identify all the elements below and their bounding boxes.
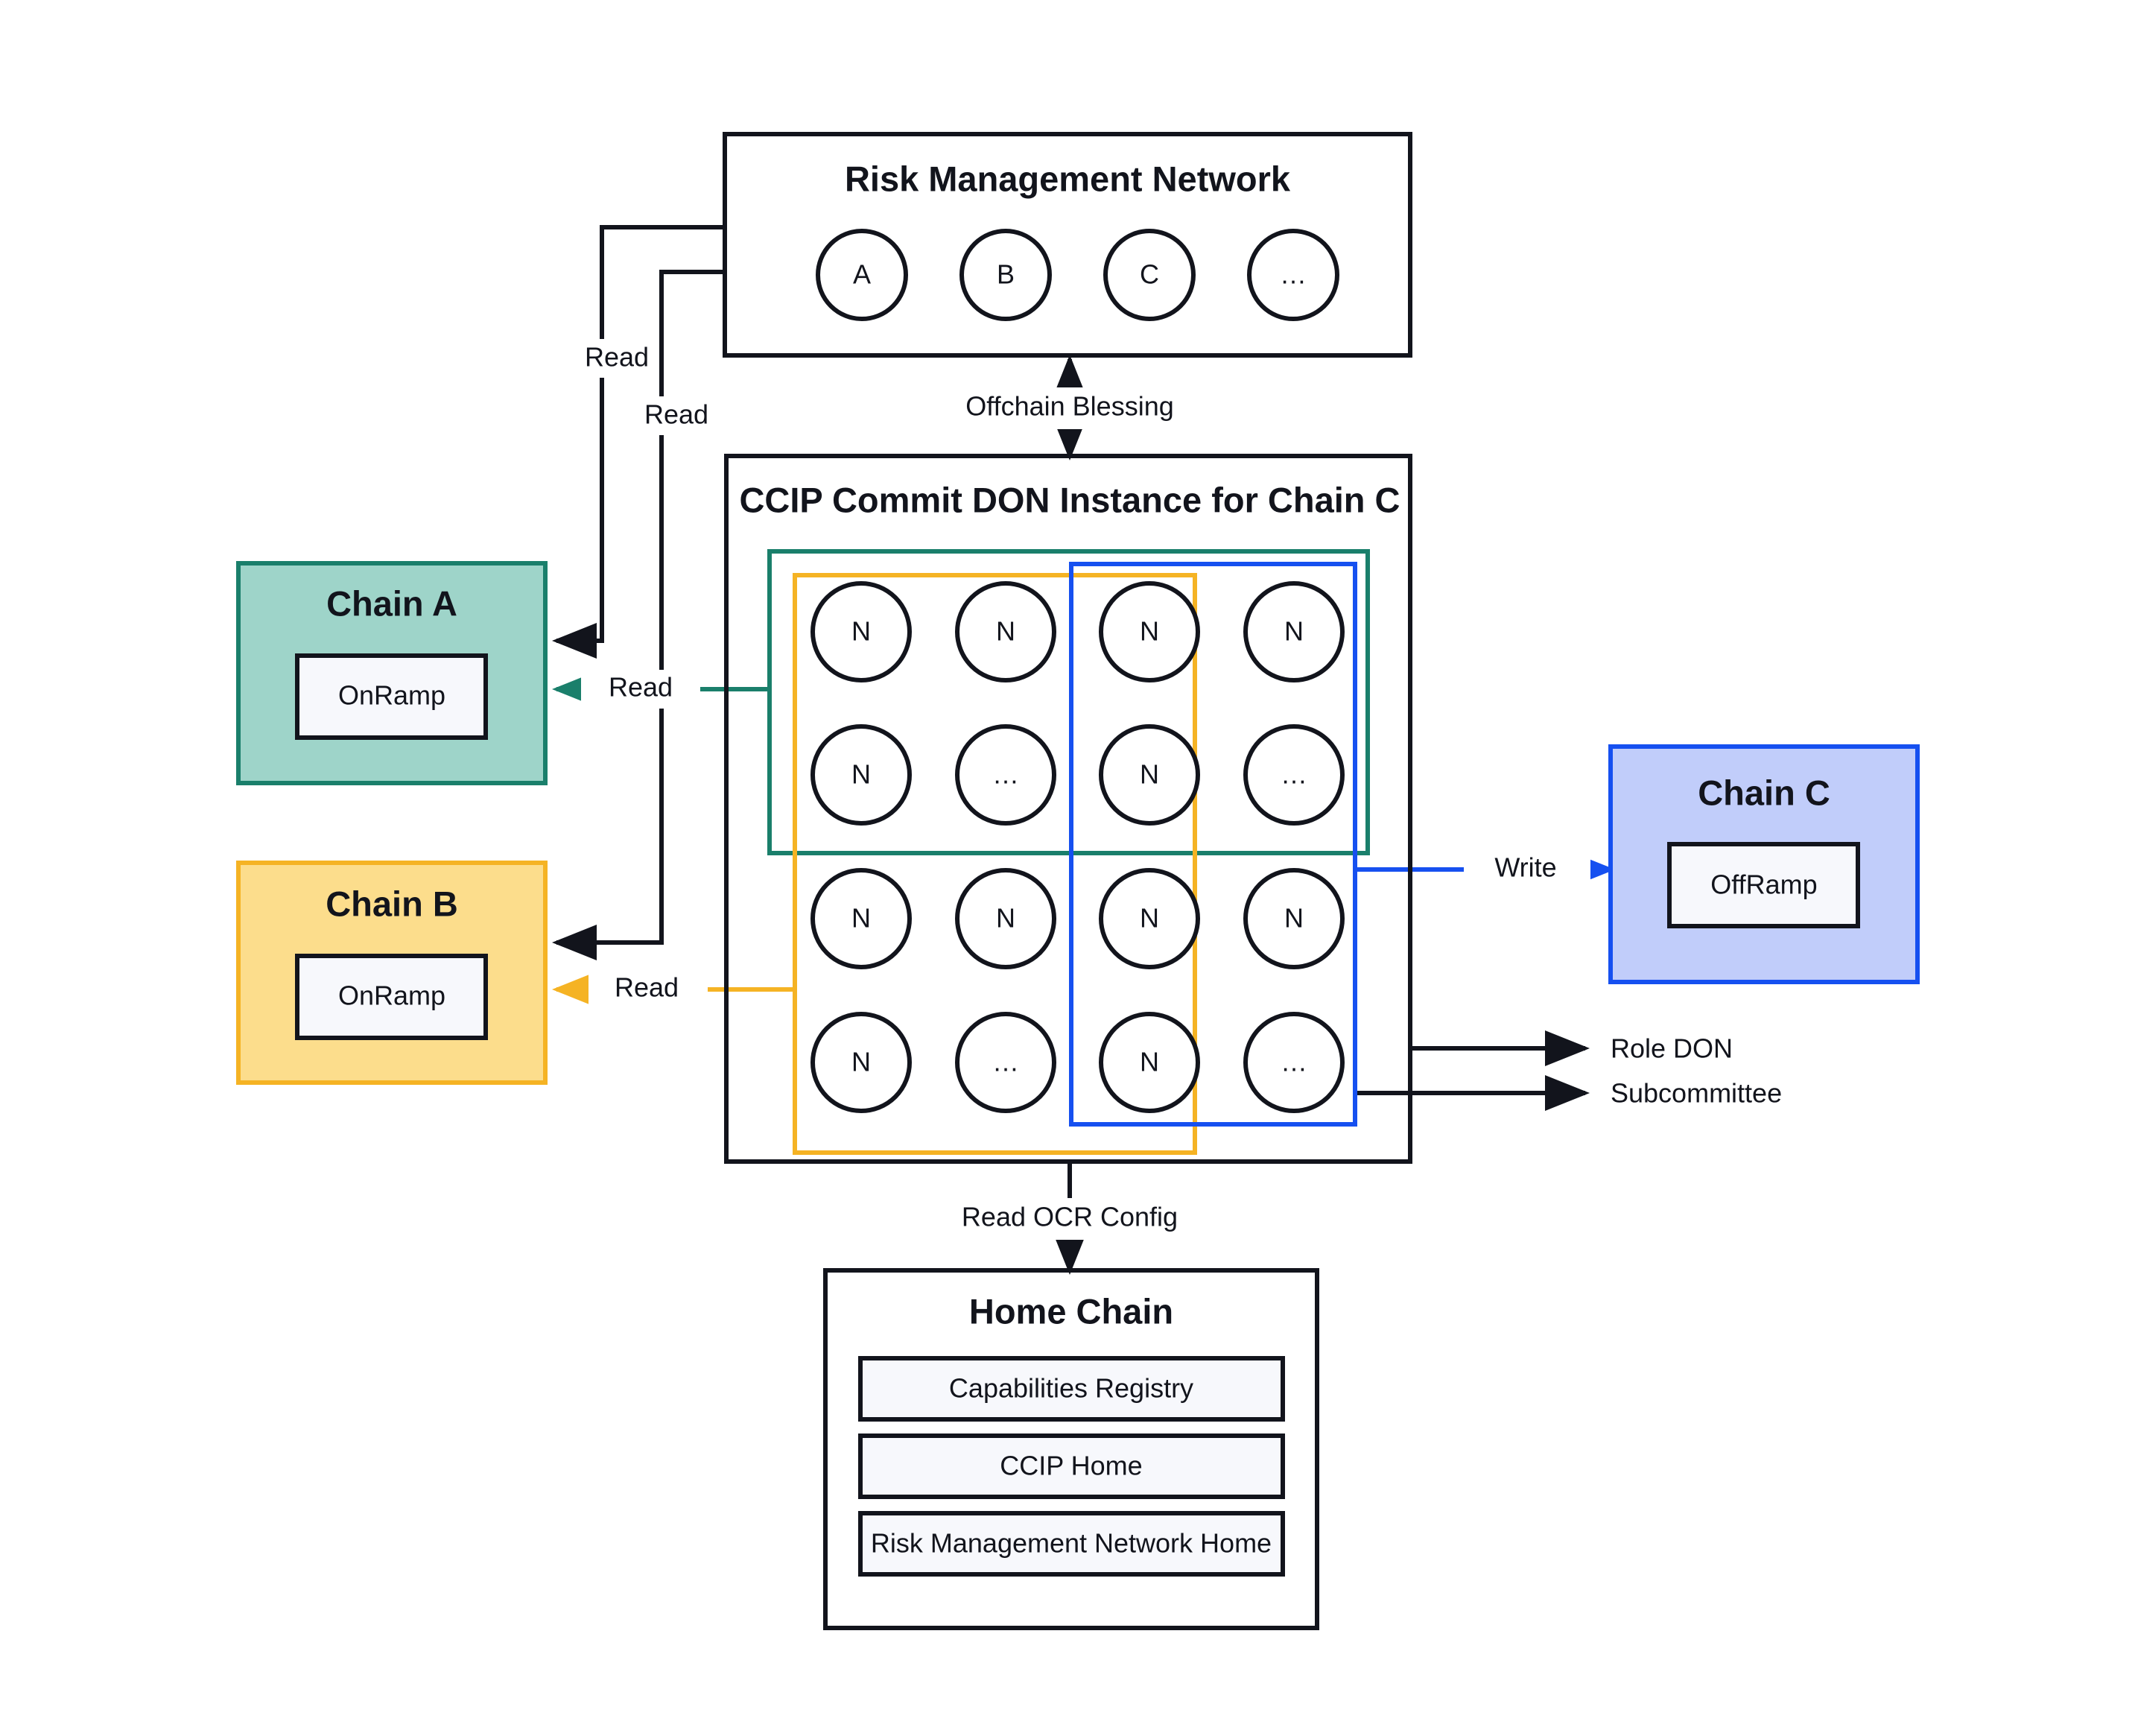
don-node-r1c3-label: N <box>1140 616 1159 647</box>
don-node-r2c1-label: N <box>851 759 871 790</box>
rmn-node-b[interactable]: B <box>959 229 1052 321</box>
chain-b-onramp[interactable]: OnRamp <box>295 954 488 1040</box>
don-node-r4c1-label: N <box>851 1047 871 1077</box>
chain-c-title: Chain C <box>1698 773 1830 812</box>
home-chain-box[interactable]: Home Chain Capabilities Registry CCIP Ho… <box>823 1268 1319 1630</box>
don-node-r3c2[interactable]: N <box>955 868 1056 969</box>
rmn-node-b-label: B <box>997 259 1015 290</box>
edge-don-read-chain-b: Read <box>552 970 795 1009</box>
group-rect-chain-c-subcommittee <box>1069 562 1357 1127</box>
edge-don-read-chain-a: Read <box>552 670 770 709</box>
don-node-r2c2-label: … <box>992 759 1019 790</box>
edge-label-don-write-chain-c: Write <box>1494 852 1556 883</box>
edge-read-ocr-config: Read OCR Config <box>961 1162 1222 1275</box>
chain-b-title: Chain B <box>326 884 458 923</box>
group-rect-chain-a-role-don <box>767 549 1370 855</box>
rmn-node-c-label: C <box>1140 259 1159 290</box>
edge-label-don-read-chain-b: Read <box>615 972 679 1003</box>
legend-role-don: Role DON <box>1410 1030 1733 1066</box>
legend-label-role-don: Role DON <box>1611 1033 1733 1064</box>
rmn-node-a[interactable]: A <box>816 229 908 321</box>
don-node-r3c3[interactable]: N <box>1099 868 1200 969</box>
don-node-r3c2-label: N <box>996 903 1015 934</box>
chain-c-box[interactable]: Chain C OffRamp <box>1608 744 1920 984</box>
don-node-r1c2[interactable]: N <box>955 581 1056 682</box>
don-node-r1c4[interactable]: N <box>1243 581 1345 682</box>
edge-offchain-blessing: Offchain Blessing <box>965 355 1229 460</box>
edge-label-read-ocr-config: Read OCR Config <box>962 1202 1178 1232</box>
home-chain-title: Home Chain <box>969 1291 1173 1331</box>
don-node-r1c3[interactable]: N <box>1099 581 1200 682</box>
chain-b-onramp-label: OnRamp <box>338 981 445 1011</box>
edge-label-rmn-read-chain-b: Read <box>644 399 708 430</box>
edge-label-offchain-blessing: Offchain Blessing <box>965 391 1174 422</box>
rmn-node-ellipsis-label: … <box>1280 259 1307 290</box>
don-node-r2c4[interactable]: … <box>1243 724 1345 826</box>
edge-don-write-chain-c: Write <box>1355 850 1615 889</box>
don-node-r3c4[interactable]: N <box>1243 868 1345 969</box>
don-node-r2c2[interactable]: … <box>955 724 1056 826</box>
rmn-node-ellipsis[interactable]: … <box>1247 229 1339 321</box>
don-node-r2c3-label: N <box>1140 759 1159 790</box>
don-node-r1c1[interactable]: N <box>810 581 912 682</box>
chain-c-offramp-label: OffRamp <box>1710 869 1817 900</box>
don-node-r2c1[interactable]: N <box>810 724 912 826</box>
chain-c-offramp[interactable]: OffRamp <box>1667 842 1860 928</box>
don-node-r4c4-label: … <box>1281 1047 1307 1077</box>
home-chain-contract-label: Capabilities Registry <box>949 1373 1193 1404</box>
edge-rmn-read-chain-a: Read <box>552 225 725 659</box>
chain-a-onramp[interactable]: OnRamp <box>295 653 488 740</box>
don-node-r4c4[interactable]: … <box>1243 1012 1345 1113</box>
legend-subcommittee: Subcommittee <box>1355 1075 1782 1111</box>
commit-don-instance-title: CCIP Commit DON Instance for Chain C <box>739 480 1400 519</box>
commit-don-instance-box[interactable]: CCIP Commit DON Instance for Chain C N N… <box>724 454 1412 1164</box>
don-node-r2c4-label: … <box>1281 759 1307 790</box>
home-chain-contract-rmn-home[interactable]: Risk Management Network Home <box>858 1511 1285 1577</box>
don-node-r2c3[interactable]: N <box>1099 724 1200 826</box>
legend-label-subcommittee: Subcommittee <box>1611 1078 1782 1109</box>
chain-a-title: Chain A <box>326 583 457 623</box>
chain-a-box[interactable]: Chain A OnRamp <box>236 561 548 785</box>
risk-management-network-box[interactable]: Risk Management Network A B C … <box>723 132 1412 358</box>
don-node-r3c1-label: N <box>851 903 871 934</box>
edge-rmn-read-chain-b: Read <box>552 270 726 960</box>
don-node-r1c2-label: N <box>996 616 1015 647</box>
don-node-r1c4-label: N <box>1284 616 1304 647</box>
home-chain-contract-label: CCIP Home <box>1000 1451 1142 1481</box>
chain-a-onramp-label: OnRamp <box>338 680 445 711</box>
rmn-node-c[interactable]: C <box>1103 229 1196 321</box>
home-chain-contract-ccip-home[interactable]: CCIP Home <box>858 1434 1285 1499</box>
edge-label-don-read-chain-a: Read <box>609 672 673 703</box>
don-node-r3c1[interactable]: N <box>810 868 912 969</box>
don-node-r3c4-label: N <box>1284 903 1304 934</box>
don-node-r1c1-label: N <box>851 616 871 647</box>
don-node-r4c1[interactable]: N <box>810 1012 912 1113</box>
rmn-node-a-label: A <box>853 259 871 290</box>
don-node-r4c2[interactable]: … <box>955 1012 1056 1113</box>
risk-management-network-title: Risk Management Network <box>845 159 1291 198</box>
chain-b-box[interactable]: Chain B OnRamp <box>236 861 548 1085</box>
don-node-r4c3-label: N <box>1140 1047 1159 1077</box>
don-node-r4c3[interactable]: N <box>1099 1012 1200 1113</box>
home-chain-contract-capabilities-registry[interactable]: Capabilities Registry <box>858 1356 1285 1422</box>
group-rect-chain-b-role-don <box>793 573 1197 1155</box>
don-node-r4c2-label: … <box>992 1047 1019 1077</box>
edge-label-rmn-read-chain-a: Read <box>585 342 649 373</box>
don-node-r3c3-label: N <box>1140 903 1159 934</box>
home-chain-contract-label: Risk Management Network Home <box>871 1528 1272 1559</box>
